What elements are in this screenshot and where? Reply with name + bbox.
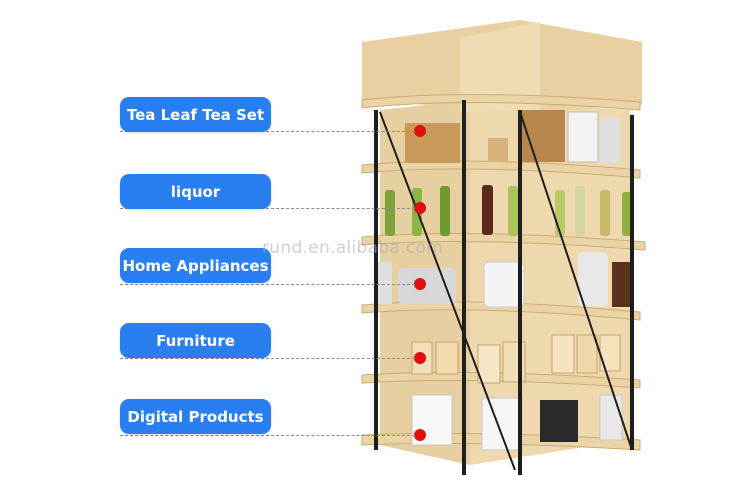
red-marker-icon [414,352,426,364]
red-marker-icon [414,125,426,137]
leader-line-liquor [120,208,415,209]
label-tea-leaf-tea-set: Tea Leaf Tea Set [120,97,271,132]
shelf-1 [361,93,641,111]
watermark: rund.en.alibaba.com [262,238,444,258]
label-home-appliances: Home Appliances [120,248,271,283]
leader-line-tea [120,131,415,132]
markers [414,125,426,441]
red-marker-icon [414,278,426,290]
furniture-products [411,334,621,384]
label-digital-products: Digital Products [120,399,271,434]
leader-line-appliances [120,284,415,285]
label-liquor: liquor [120,174,271,209]
digital-products [411,394,623,451]
top-cap-front [460,22,540,112]
metal-frame [374,100,634,475]
label-furniture: Furniture [120,323,271,358]
red-marker-icon [414,202,426,214]
red-marker-icon [414,429,426,441]
leader-line-furniture [120,358,415,359]
leader-line-digital [120,435,415,436]
liquor-bottles [385,185,632,236]
